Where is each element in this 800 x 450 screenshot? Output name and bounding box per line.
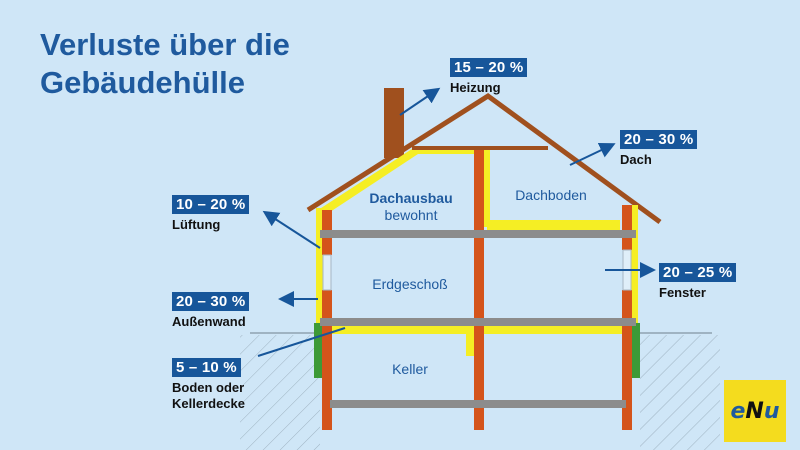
ground-right xyxy=(640,335,720,450)
badge-boden: 5 – 10 % xyxy=(172,358,241,377)
center-wall xyxy=(474,150,484,430)
roof-line xyxy=(306,92,662,225)
right-wall-lower xyxy=(622,290,632,430)
logo-part-3: u xyxy=(763,398,780,424)
badge-dach: 20 – 30 % xyxy=(620,130,698,149)
logo-part-1: e xyxy=(730,398,746,424)
slab-basement xyxy=(330,400,626,408)
room-dachausbau: Dachausbau bewohnt xyxy=(365,190,457,224)
slab-middle xyxy=(320,318,636,326)
label-aussenwand: Außenwand xyxy=(172,314,246,329)
arrow-dach xyxy=(569,142,616,166)
callout-fenster: 20 – 25 % Fenster xyxy=(659,263,737,301)
callout-dach: 20 – 30 % Dach xyxy=(620,130,698,168)
right-perimeter-insulation xyxy=(632,323,640,378)
label-dach: Dach xyxy=(620,152,652,167)
badge-aussenwand: 20 – 30 % xyxy=(172,292,250,311)
label-lueftung: Lüftung xyxy=(172,217,221,232)
attic-floor-insulation xyxy=(487,220,620,230)
right-wall-upper xyxy=(622,205,632,250)
label-boden-line2: Kellerdecke xyxy=(172,396,245,411)
ground-left xyxy=(240,335,320,450)
room-dachausbau-line1: Dachausbau xyxy=(369,190,453,206)
title-line-1: Verluste über die xyxy=(40,27,290,62)
arrow-heizung xyxy=(399,87,441,116)
roof-insulation-vertical xyxy=(480,147,490,227)
title-line-2: Gebäudehülle xyxy=(40,65,245,100)
chimney xyxy=(384,88,404,158)
badge-lueftung: 10 – 20 % xyxy=(172,195,250,214)
arrow-lueftung xyxy=(262,210,321,249)
logo-part-2: N xyxy=(745,398,764,424)
label-fenster: Fenster xyxy=(659,285,706,300)
badge-fenster: 20 – 25 % xyxy=(659,263,737,282)
slab-upper xyxy=(320,230,636,238)
label-heizung: Heizung xyxy=(450,80,501,95)
interior-insulation xyxy=(466,330,474,356)
page-title: Verluste über die Gebäudehülle xyxy=(40,26,290,102)
room-dachboden: Dachboden xyxy=(515,187,587,203)
left-perimeter-insulation xyxy=(314,323,322,378)
roof-insulation xyxy=(318,147,487,212)
room-keller: Keller xyxy=(392,361,428,377)
left-window xyxy=(322,254,332,291)
callout-heizung: 15 – 20 % Heizung xyxy=(450,58,528,96)
callout-lueftung: 10 – 20 % Lüftung xyxy=(172,195,250,233)
left-wall-insulation xyxy=(316,208,324,336)
room-dachausbau-line2: bewohnt xyxy=(384,207,438,223)
callout-aussenwand: 20 – 30 % Außenwand xyxy=(172,292,250,330)
label-boden-line1: Boden oder xyxy=(172,380,245,395)
room-erdgeschoss: Erdgeschoß xyxy=(372,276,448,292)
badge-heizung: 15 – 20 % xyxy=(450,58,528,77)
left-wall-lower xyxy=(322,290,332,430)
arrow-boden xyxy=(257,327,346,357)
callout-boden: 5 – 10 % Boden oder Kellerdecke xyxy=(172,358,245,412)
